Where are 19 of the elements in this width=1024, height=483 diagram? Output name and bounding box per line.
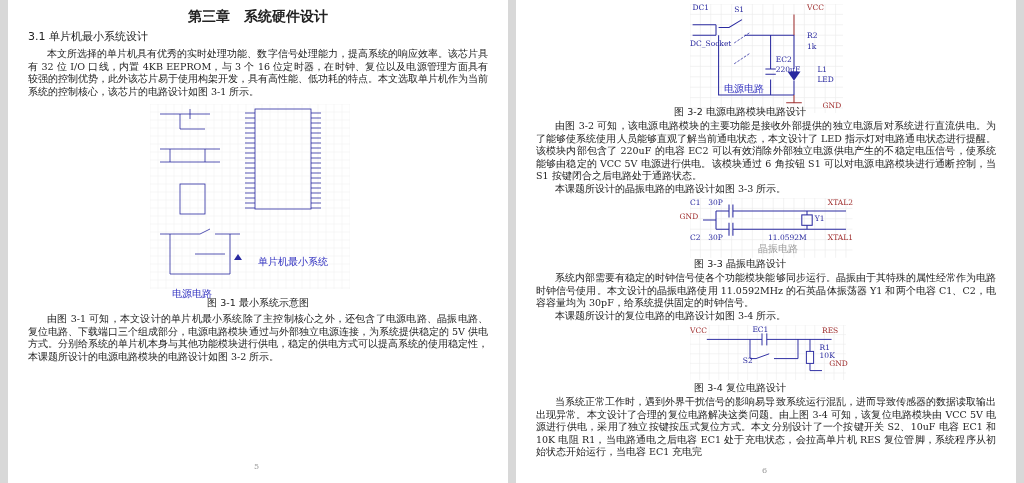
figure-caption: 图 3-3 晶振电路设计	[693, 258, 787, 270]
chapter-title: 第三章 系统硬件设计	[187, 8, 329, 25]
page-number: 5	[254, 462, 261, 472]
component-label: 电源电路	[723, 83, 764, 95]
page-number: 6	[762, 466, 769, 476]
component-label: 单片机最小系统	[258, 256, 328, 268]
paragraph: 由图 3-2 可知，该电源电路模块的主要功能是接收外部提供的独立电源后对系统进行直流供电。为了能够使系统使用人员能够直观了解当前通电状态，本文设计了 LED 指示灯对电路通电状态进行提醒。该模块内部包含了 220uF 的电容 EC2 可以有效消除外部独立电源供电产生的不稳定电压信号，使系统能够由稳定的 VCC 5V 电源进行供电。该模块通过 6 角按钮 S1 可以对电源电路模块进行通断控制，当 S1 按键闭合之后电路处于通路状态。	[536, 120, 996, 183]
paragraph: 系统内部需要有稳定的时钟信号使各个功能模块能够同步运行。晶振由于其特殊的属性经常作为电路时钟信号使用。本文设计的晶振电路使用 11.0592MHz 的石英晶体振荡器 Y1 和两个电容 C1、C2，电容容量均为 30pF，给系统提供固定的时钟信号。	[536, 272, 996, 310]
paragraph: 本课题所设计的复位电路的电路设计如图 3-4 所示。	[554, 310, 788, 323]
paragraph: 本课题所设计的晶振电路的电路设计如图 3-3 所示。	[554, 183, 788, 196]
component-label: 晶振电路	[757, 243, 798, 255]
paragraph: 当系统正常工作时，遇到外界干扰信号的影响易导致系统运行混乱，进而导致传感器的数据读取输出出现异常。本文设计了合理的复位电路解决这类问题。由上图 3-4 可知，该复位电路模块由 VCC 5V 电源进行供电，采用了独立按键按压式复位方式。本文分别设计了一个按键开关 S2、10uF 电容 EC1 和 10K 电阻 R1，当电路通电之后电容 EC1 处于充电状态，会拉高单片机 RES 复位管脚，系统程序从初始状态开始运行，当电容 EC1 充电完	[536, 396, 996, 459]
paragraph: 由图 3-1 可知，本文设计的单片机最小系统除了主控制核心之外，还包含了电源电路、晶振电路、复位电路、下载端口三个组成部分，电源电路模块通过与外部独立电源连接，为系统提供稳定的 5V 供电方式。分别给系统的单片机本身与其他功能模块进行供电，稳定的供电方式可以提高系统的使用稳定性，本课题所设计的电源电路模块的电路设计如图 3-2 所示。	[28, 313, 488, 363]
paragraph: 本文所选择的单片机具有优秀的实时处理功能、数字信号处理能力，提高系统的响应效率。该芯片具有 32 位 I/O 口线，内置 4KB EEPROM，与 3 个 16 位定时器，在时钟、复位以及电源管理方面具有较强的控制优势，此外该芯片易于使用构架开发，具有高性能、低功耗的特点。本文选取单片机作为当前系统的控制核心，该芯片的电路设计如图 3-1 所示。	[28, 48, 488, 98]
figure-caption: 图 3-2 电源电路模块电路设计	[673, 106, 807, 118]
component-label: 电源电路	[172, 288, 212, 299]
section-heading: 3.1 单片机最小系统设计	[28, 30, 149, 44]
figure-caption: 图 3-1 最小系统示意图	[207, 297, 310, 309]
figure-caption: 图 3-4 复位电路设计	[693, 382, 787, 394]
